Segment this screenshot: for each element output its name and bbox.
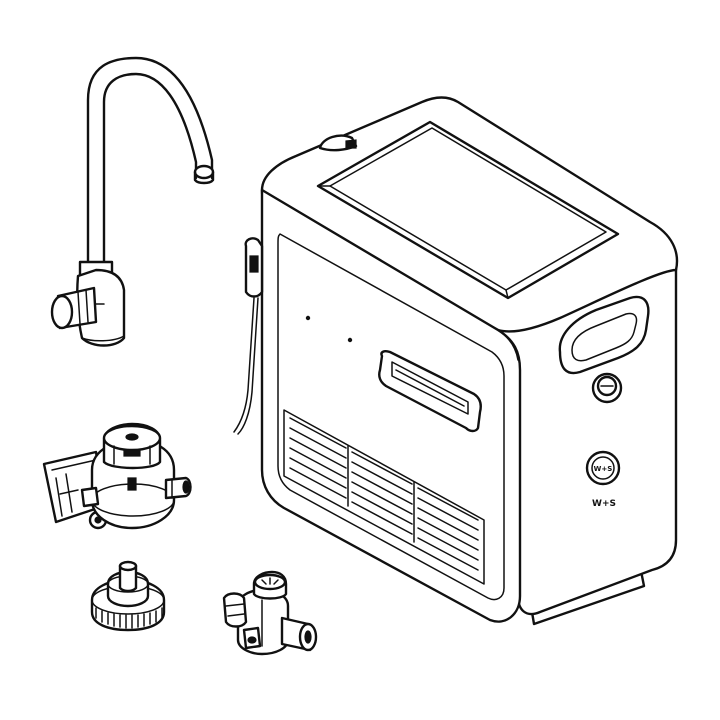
filter-head-icon	[42, 422, 192, 530]
logo-text: W+S	[594, 465, 613, 473]
badge-text: W+S	[592, 499, 616, 509]
water-unit-icon: W+S W+S	[233, 96, 679, 626]
vent-grille	[289, 417, 479, 571]
filter-cap-icon	[90, 560, 166, 632]
valve-icon	[222, 570, 318, 656]
faucet-icon	[50, 56, 215, 347]
